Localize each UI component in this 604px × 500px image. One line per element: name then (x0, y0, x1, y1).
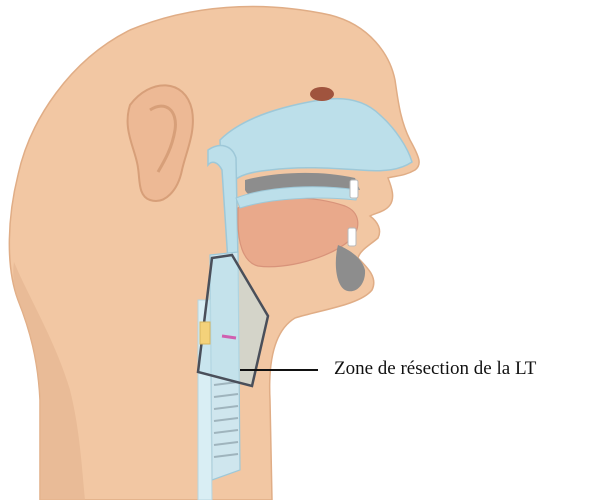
lower-tooth (348, 228, 356, 246)
vocal-cords (222, 336, 236, 338)
resection-zone-label: Zone de résection de la LT (334, 358, 536, 380)
nostril (310, 87, 334, 101)
thyroid-cartilage (200, 322, 210, 344)
upper-tooth (350, 180, 358, 198)
